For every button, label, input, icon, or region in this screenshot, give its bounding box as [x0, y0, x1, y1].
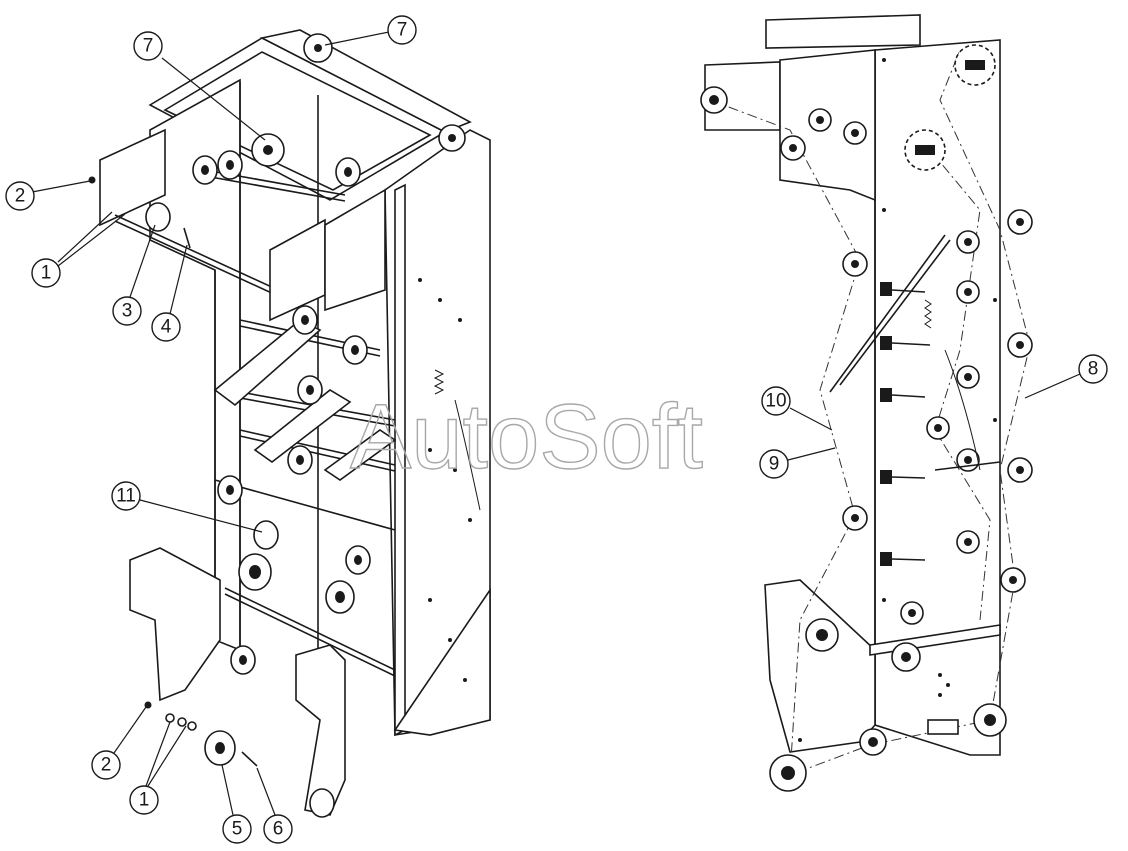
callout-7-label: 7 [397, 20, 408, 41]
diagonal-brace [253, 389, 352, 463]
washer-part-1 [187, 721, 197, 731]
callout-7 [133, 31, 163, 61]
callout-7-label: 7 [143, 36, 154, 57]
callout-8 [1078, 354, 1108, 384]
diagonal-brace [323, 429, 397, 481]
callout-9-label: 9 [769, 454, 780, 475]
side-view-sprockets [904, 44, 996, 171]
watermark-text: AutoSoft [350, 386, 703, 488]
pin-part-4 [183, 227, 191, 249]
tensioner-arms [829, 234, 1001, 566]
hub-part-11 [253, 520, 279, 550]
callout-6-label: 6 [273, 819, 284, 840]
left-bracket-plate [99, 128, 166, 227]
diagonal-brace [213, 319, 322, 407]
callout-6 [263, 814, 293, 844]
bolt-part-6 [241, 751, 258, 767]
callout-1-label: 1 [41, 263, 52, 284]
callout-1 [129, 785, 159, 815]
belt-path [709, 49, 1031, 776]
belt-path-inner [929, 149, 991, 621]
isometric-frame-view [88, 29, 491, 818]
callout-5-label: 5 [232, 819, 243, 840]
caster-wheel [309, 788, 335, 818]
callout-1-label: 1 [139, 790, 150, 811]
lower-left-plate [764, 579, 876, 753]
callout-11 [111, 481, 141, 511]
top-handle-bar [765, 14, 921, 49]
side-view-rollers [700, 86, 1033, 792]
callout-3 [112, 296, 142, 326]
callout-3-label: 3 [122, 301, 133, 322]
callout-2 [5, 181, 35, 211]
pulley-part-3 [145, 202, 171, 232]
callout-2-label: 2 [15, 186, 26, 207]
washer-part-1 [165, 713, 175, 723]
callout-2-label: 2 [101, 755, 112, 776]
center-bracket-side [324, 188, 386, 312]
callout-7 [387, 15, 417, 45]
callout-10 [761, 386, 791, 416]
bolt-part-2 [88, 176, 96, 184]
callout-10-label: 10 [765, 391, 786, 412]
bolt-part-2 [144, 701, 152, 709]
front-plate-holes [418, 278, 472, 682]
tension-spring [433, 369, 445, 395]
callout-4-label: 4 [161, 317, 172, 338]
lower-left-arm [129, 547, 221, 702]
sprockets [251, 33, 466, 167]
callout-8-label: 8 [1088, 359, 1099, 380]
callout-5 [222, 814, 252, 844]
center-bracket [269, 218, 326, 322]
callouts: 7 7 2 1 3 4 11 2 1 [5, 15, 1108, 844]
bottom-gusset [393, 587, 491, 736]
side-elevation-view [700, 14, 1033, 792]
bottom-block [927, 719, 959, 735]
lower-right-arm [295, 644, 346, 816]
drive-chain [454, 399, 481, 511]
callout-11-label: 11 [116, 486, 136, 507]
column-holes [798, 58, 997, 742]
callout-9 [759, 449, 789, 479]
callout-4 [151, 312, 181, 342]
callout-1 [31, 258, 61, 288]
washer-part-1 [177, 717, 187, 727]
callout-2 [91, 750, 121, 780]
